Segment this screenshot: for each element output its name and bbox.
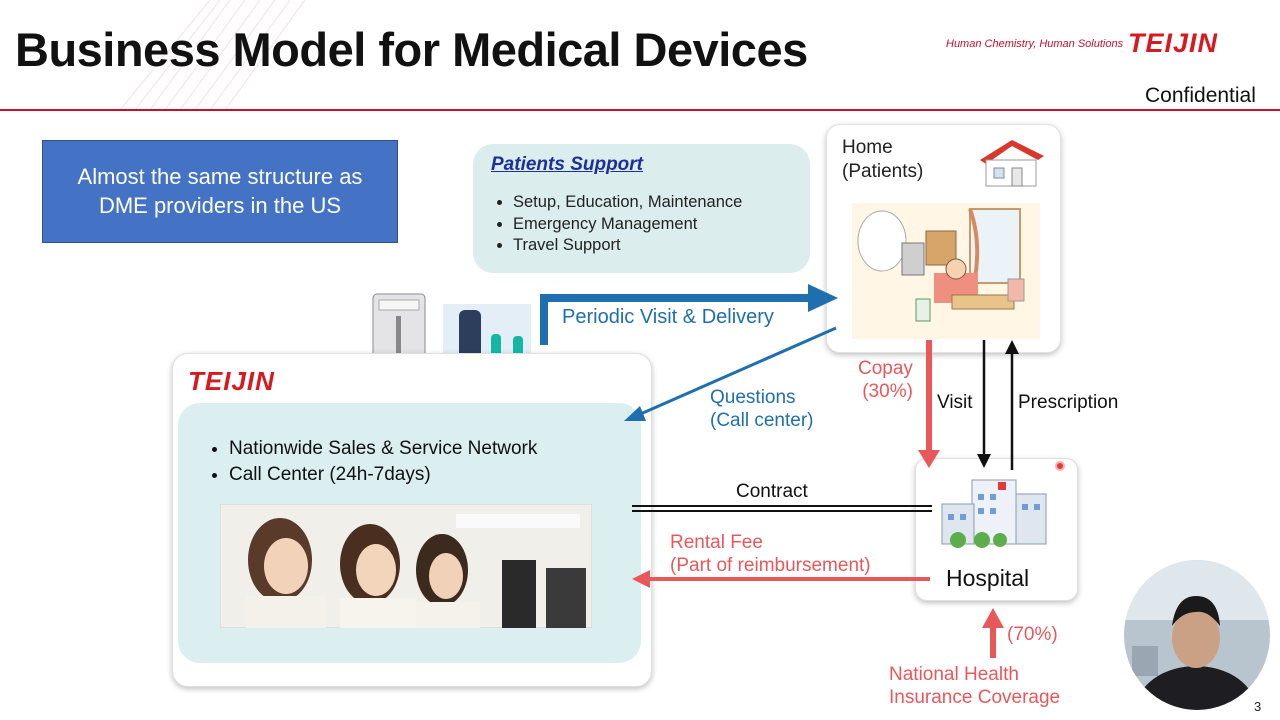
prescription-arrowhead: [1005, 340, 1019, 354]
red-dot-marker: [1055, 461, 1065, 471]
callout-line-1: Almost the same structure as: [77, 163, 363, 189]
page-title: Business Model for Medical Devices: [15, 23, 808, 76]
teijin-bullet: Nationwide Sales & Service Network: [229, 436, 537, 462]
copay-arrowhead: [918, 450, 940, 468]
contract-label: Contract: [736, 481, 808, 502]
patients-support-heading: Patients Support: [491, 154, 644, 175]
page-number: 3: [1254, 699, 1262, 714]
support-item: Travel Support: [513, 235, 742, 257]
visit-arrowhead: [977, 454, 991, 468]
teijin-bullet: Call Center (24h-7days): [229, 462, 537, 488]
rental-fee-label-line-1: Rental Fee: [670, 532, 763, 553]
rental-fee-arrowhead: [632, 570, 650, 588]
nhi-label-line-2: Insurance Coverage: [889, 687, 1061, 708]
callout-line-2: DME providers in the US: [98, 192, 342, 218]
questions-label-line-1: Questions: [710, 387, 796, 408]
nhi-label: National Health Insurance Coverage: [889, 663, 1060, 709]
questions-label: Questions (Call center): [710, 386, 813, 432]
patient-room-illustration: [852, 203, 1040, 339]
house-icon: [980, 140, 1044, 187]
prescription-label: Prescription: [1018, 392, 1119, 413]
confidential-label: Confidential: [1145, 84, 1256, 107]
coverage-arrowhead: [982, 608, 1004, 628]
periodic-visit-arrowhead: [808, 284, 838, 312]
hospital-building-icon: [941, 479, 1047, 548]
teijin-logo-panel: TEIJIN: [188, 366, 275, 396]
periodic-visit-label: Periodic Visit & Delivery: [562, 306, 774, 328]
periodic-visit-arrow: [540, 294, 810, 345]
copay-label-line-1: Copay: [858, 358, 913, 379]
coverage-pct-label: (70%): [1007, 624, 1058, 645]
teijin-bullets: Nationwide Sales & Service Network Call …: [205, 436, 537, 488]
presenter-webcam: [1124, 560, 1270, 710]
callout-box: Almost the same structure as DME provide…: [42, 140, 398, 243]
call-center-photo: [220, 504, 592, 628]
home-label-line-2: (Patients): [842, 161, 924, 182]
copay-label: Copay (30%): [858, 357, 913, 403]
home-label-line-1: Home: [842, 137, 893, 158]
background-lines: [119, 0, 306, 110]
teijin-logo-header: TEIJIN: [1128, 28, 1219, 58]
questions-arrow: [635, 326, 837, 418]
rental-fee-label-line-2: (Part of reimbursement): [670, 555, 871, 576]
copay-label-line-2: (30%): [862, 381, 913, 402]
support-item: Setup, Education, Maintenance: [513, 192, 742, 214]
questions-arrowhead: [624, 406, 646, 421]
home-label: Home (Patients): [842, 136, 923, 184]
header-rule: [0, 109, 1280, 111]
hospital-label: Hospital: [946, 565, 1030, 591]
questions-label-line-2: (Call center): [710, 410, 814, 431]
visit-label: Visit: [937, 392, 973, 413]
nhi-label-line-1: National Health: [889, 664, 1019, 685]
tagline: Human Chemistry, Human Solutions: [946, 38, 1124, 50]
support-item: Emergency Management: [513, 214, 742, 236]
patients-support-list: Setup, Education, Maintenance Emergency …: [497, 192, 742, 257]
rental-fee-label: Rental Fee (Part of reimbursement): [670, 531, 871, 577]
patients-support-box: Patients Support Setup, Education, Maint…: [473, 144, 810, 273]
